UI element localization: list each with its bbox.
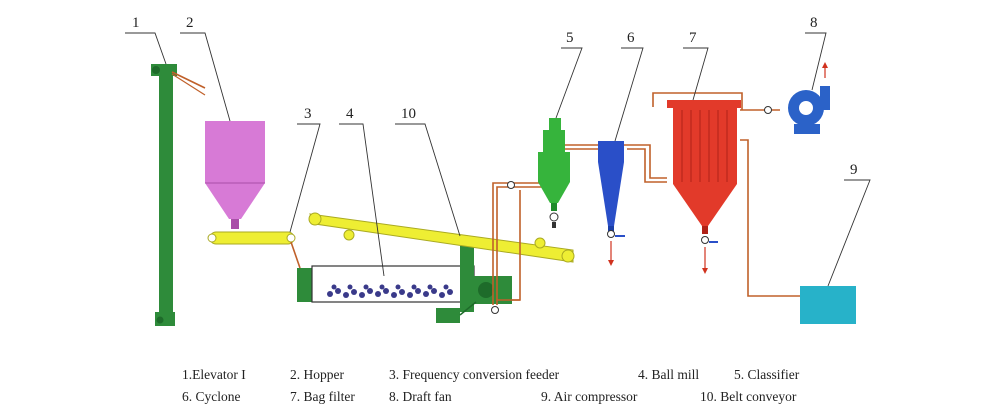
- callout-number-7: 7: [689, 30, 697, 46]
- ball-mill: [297, 246, 512, 323]
- belt-conveyor: [308, 212, 575, 263]
- legend-item-2: 2. Hopper: [290, 367, 344, 382]
- legend-item-3: 3. Frequency conversion feeder: [389, 367, 560, 382]
- hopper: [205, 121, 265, 229]
- callout-number-9: 9: [850, 162, 858, 178]
- callout-number-10: 10: [401, 106, 416, 122]
- callout-number-6: 6: [627, 30, 635, 46]
- pipe-valves: [491, 181, 515, 314]
- legend-item-8: 8. Draft fan: [389, 389, 452, 404]
- legend-item-4: 4. Ball mill: [638, 367, 699, 382]
- callout-number-1: 1: [132, 15, 140, 31]
- callout-number-5: 5: [566, 30, 574, 46]
- draft-fan: [764, 62, 830, 134]
- pipe-network: [492, 92, 800, 305]
- feeder: [207, 231, 301, 269]
- cyclone: [598, 141, 625, 266]
- bag-filter: [667, 100, 741, 274]
- classifier: [538, 118, 570, 228]
- callout-number-8: 8: [810, 15, 818, 31]
- air-compressor: [800, 286, 856, 324]
- callout-number-2: 2: [186, 15, 194, 31]
- legend-item-1: 1.Elevator I: [182, 367, 246, 382]
- legend-item-6: 6. Cyclone: [182, 389, 241, 404]
- elevator: [151, 64, 206, 326]
- callout-number-3: 3: [304, 106, 312, 122]
- callout-leaders: [125, 32, 871, 287]
- legend-item-5: 5. Classifier: [734, 367, 800, 382]
- legend-item-9: 9. Air compressor: [541, 389, 638, 404]
- callout-number-4: 4: [346, 106, 354, 122]
- legend-item-10: 10. Belt conveyor: [700, 389, 797, 404]
- legend: 1.Elevator I 2. Hopper 3. Frequency conv…: [182, 367, 800, 404]
- legend-item-7: 7. Bag filter: [290, 389, 355, 404]
